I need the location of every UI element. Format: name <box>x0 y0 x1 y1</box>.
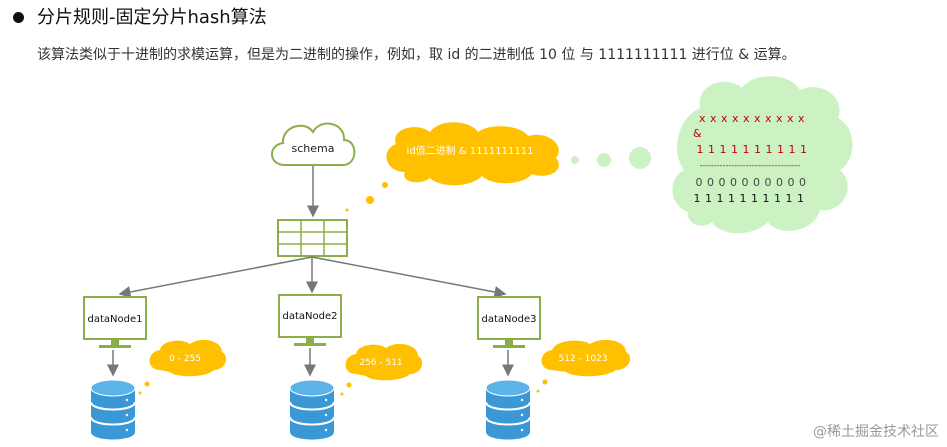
routing-table-icon <box>277 219 348 257</box>
range-cloud-icon <box>345 343 423 381</box>
database-icon <box>289 379 335 440</box>
data-node-label: dataNode1 <box>88 314 143 325</box>
table-to-node3-arrow <box>311 256 507 298</box>
thought-dot <box>629 147 651 169</box>
binary-row-zero: 0 0 0 0 0 0 0 0 0 0 <box>696 176 807 189</box>
range-cloud-icon <box>541 339 631 377</box>
algorithm-description: 该算法类似于十进制的求模运算，但是为二进制的操作，例如，取 id 的二进制低 1… <box>37 47 796 63</box>
watermark: @稀土掘金技术社区 <box>813 424 939 440</box>
schema-cloud-icon <box>271 122 356 166</box>
data-node-3: dataNode3 <box>477 296 541 348</box>
data-node-1: dataNode1 <box>83 296 147 348</box>
binary-row-mask: 1 1 1 1 1 1 1 1 1 1 <box>697 143 808 156</box>
thought-dot <box>340 392 344 396</box>
database-icon <box>90 379 136 440</box>
thought-dot <box>346 382 352 388</box>
binary-row-x: x x x x x x x x x x <box>699 112 805 125</box>
data-node-label: dataNode2 <box>283 311 338 322</box>
range-cloud-icon <box>149 339 227 377</box>
thought-dot <box>597 153 611 167</box>
binary-and-operator: & <box>693 127 702 140</box>
thought-dot <box>366 196 374 204</box>
binary-row-result: 1 1 1 1 1 1 1 1 1 1 <box>694 192 805 205</box>
binary-computation-cloud-icon <box>672 76 853 234</box>
thought-dot <box>382 182 388 188</box>
range-label: 512 - 1023 <box>558 354 607 364</box>
thought-dot <box>144 381 150 387</box>
id-operation-cloud-icon <box>386 122 559 186</box>
database-icon <box>485 379 531 440</box>
data-node-2: dataNode2 <box>278 294 342 346</box>
thought-dot <box>345 208 349 212</box>
thought-dot <box>536 389 540 393</box>
table-to-node1-arrow <box>118 256 313 298</box>
range-label: 0 - 255 <box>169 354 201 364</box>
id-operation-text: id值二进制 & 1111111111 <box>407 144 534 157</box>
data-node-label: dataNode3 <box>482 314 537 325</box>
thought-dot <box>138 391 142 395</box>
section-heading: 分片规则-固定分片hash算法 <box>37 7 267 28</box>
schema-label: schema <box>292 142 335 155</box>
thought-dot <box>542 379 548 385</box>
thought-dot <box>571 156 579 164</box>
bullet-icon <box>13 12 24 23</box>
range-label: 256 - 511 <box>359 358 402 368</box>
binary-divider: ----------------------------------- <box>699 161 800 170</box>
